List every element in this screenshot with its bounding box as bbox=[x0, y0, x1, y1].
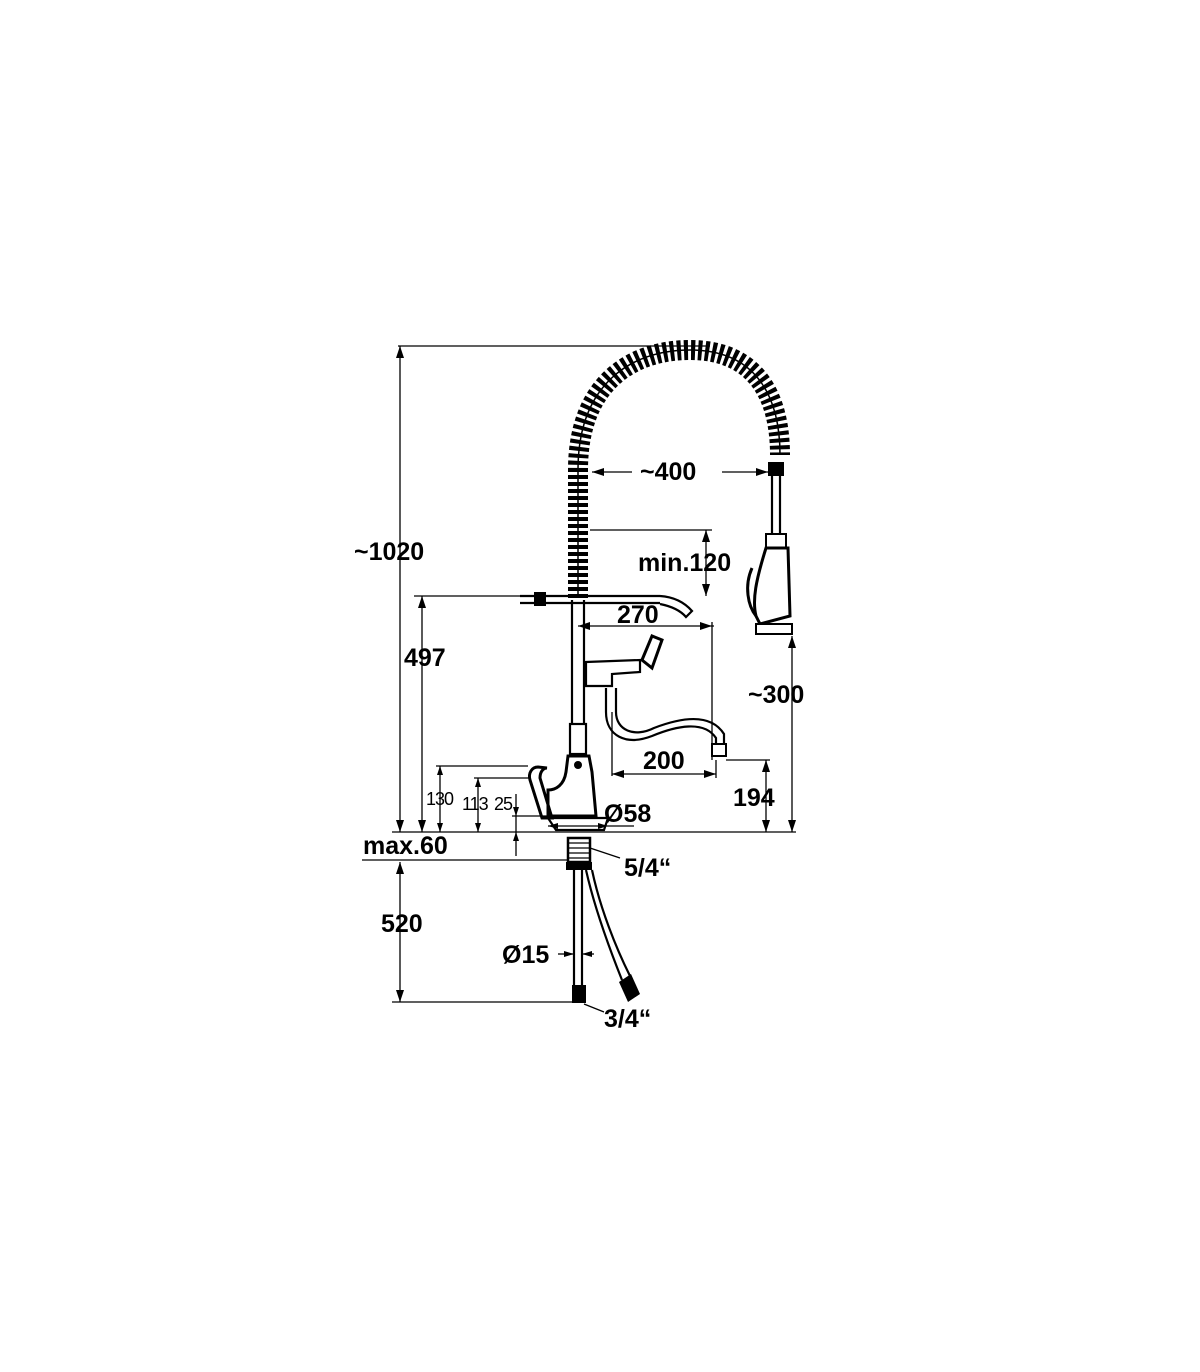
spring-coil-outline bbox=[577, 349, 781, 598]
spray-head bbox=[752, 546, 792, 626]
label-spray-height: ~300 bbox=[748, 681, 804, 709]
label-filler-height: 194 bbox=[733, 784, 775, 812]
mixer-body bbox=[546, 754, 598, 818]
label-spring-width: ~400 bbox=[640, 458, 696, 486]
spray-connector bbox=[765, 533, 787, 549]
label-spout-reach: 270 bbox=[617, 601, 659, 629]
column bbox=[570, 600, 586, 724]
column-joint bbox=[568, 722, 588, 756]
label-body-diameter: Ø58 bbox=[604, 800, 651, 828]
arm-hook bbox=[659, 594, 694, 619]
label-hose-diameter: Ø15 bbox=[502, 941, 549, 969]
label-overall-height: ~1020 bbox=[354, 538, 424, 566]
label-lever-25: 25 bbox=[494, 794, 513, 814]
filler-valve bbox=[584, 658, 642, 688]
label-filler-reach: 200 bbox=[643, 747, 685, 775]
label-hose-length: 520 bbox=[381, 910, 423, 938]
hose-angled bbox=[584, 869, 631, 981]
hose-straight bbox=[572, 870, 584, 985]
faucet-body-group bbox=[520, 339, 793, 1003]
label-deck-thickness: max.60 bbox=[363, 832, 448, 860]
thread-lines bbox=[568, 842, 590, 859]
spray-hose-collar bbox=[768, 462, 784, 476]
spray-nozzle bbox=[755, 623, 793, 635]
body-dot bbox=[574, 761, 582, 769]
hose-fitting-right bbox=[619, 974, 640, 1002]
hose-fitting-left bbox=[572, 985, 586, 1003]
dimension-lines bbox=[362, 345, 796, 1013]
label-lever-113: 113 bbox=[462, 794, 489, 814]
label-min-120: min.120 bbox=[638, 549, 731, 577]
filler-outlet bbox=[711, 743, 727, 757]
nut bbox=[566, 862, 592, 870]
label-lever-130: 130 bbox=[426, 789, 454, 809]
filler-handle bbox=[640, 634, 664, 671]
arm-end-cap bbox=[534, 592, 546, 606]
label-thread-inlet: 5/4“ bbox=[624, 854, 671, 882]
label-hose-connection: 3/4“ bbox=[604, 1005, 651, 1033]
label-height-497: 497 bbox=[404, 644, 446, 672]
filler-pipe bbox=[604, 688, 726, 748]
spray-trigger bbox=[746, 567, 758, 617]
dimension-labels: ~1020 ~400 min.120 270 497 200 ~300 194 … bbox=[354, 458, 804, 1033]
